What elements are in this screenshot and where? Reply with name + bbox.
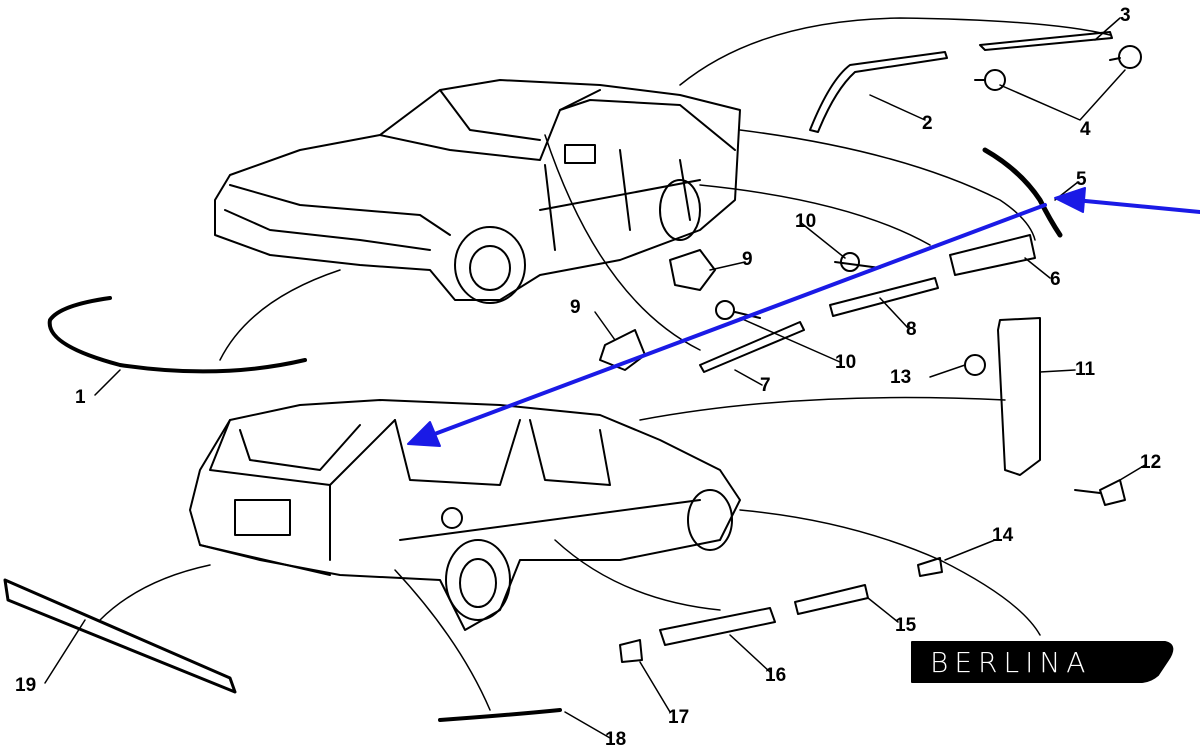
callout-13: 13	[890, 367, 912, 388]
callout-16: 16	[765, 665, 787, 686]
callout-5: 5	[1076, 169, 1087, 190]
callout-19: 19	[15, 675, 37, 696]
callout-9a: 9	[742, 249, 753, 270]
callout-7: 7	[760, 375, 771, 396]
callout-18: 18	[605, 729, 627, 750]
rear-car-drawing	[189, 399, 741, 631]
callout-10a: 10	[795, 211, 817, 232]
blue-arrow	[407, 187, 1200, 447]
parts-drawing	[3, 17, 1142, 722]
callout-9b: 9	[570, 297, 581, 318]
callout-17: 17	[668, 707, 690, 728]
callout-2: 2	[922, 113, 933, 134]
callout-14: 14	[992, 525, 1014, 546]
callout-6: 6	[1050, 269, 1061, 290]
callout-3: 3	[1120, 5, 1131, 26]
front-car-drawing	[214, 79, 741, 304]
berlina-badge-text: BERLINA	[930, 646, 1092, 679]
callout-1: 1	[75, 387, 86, 408]
callout-11: 11	[1075, 359, 1096, 380]
callout-4: 4	[1080, 119, 1091, 140]
berlina-badge	[911, 641, 1174, 683]
callout-15: 15	[895, 615, 917, 636]
leader-lines	[44, 17, 1146, 739]
callout-8: 8	[906, 319, 917, 340]
callout-12: 12	[1140, 452, 1162, 473]
callout-10b: 10	[835, 352, 857, 373]
